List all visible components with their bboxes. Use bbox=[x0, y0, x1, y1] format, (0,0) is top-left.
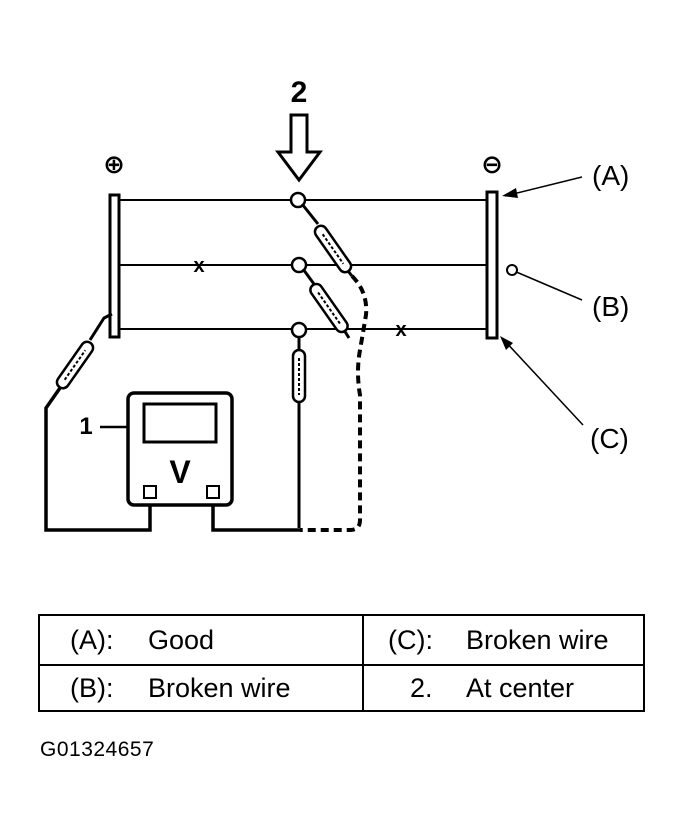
test-point-wire-b bbox=[290, 256, 308, 274]
voltmeter-display bbox=[142, 402, 218, 444]
voltmeter bbox=[126, 391, 234, 507]
legend-text-2: At center bbox=[466, 673, 575, 703]
label-c: (C) bbox=[590, 423, 629, 454]
voltmeter-terminal-left bbox=[143, 485, 157, 499]
legend-code-c: (C): bbox=[388, 625, 433, 655]
legend-row: (A): Good (C): Broken wire bbox=[40, 616, 643, 666]
legend-table: (A): Good (C): Broken wire (B): Broken w… bbox=[38, 614, 645, 712]
voltmeter-symbol: V bbox=[169, 454, 191, 490]
probe-wire-a bbox=[300, 203, 354, 277]
legend-text-c: Broken wire bbox=[466, 625, 609, 655]
label-b: (B) bbox=[592, 291, 629, 322]
break-mark-wire-c: x bbox=[395, 319, 406, 341]
voltmeter-terminal-right bbox=[206, 485, 220, 499]
test-point-wire-c bbox=[290, 321, 308, 339]
positive-terminal-symbol: ⊕ bbox=[103, 149, 125, 179]
circuit-diagram: x x bbox=[44, 76, 629, 532]
break-mark-wire-b: x bbox=[193, 255, 204, 277]
callout-1-label: 1 bbox=[79, 413, 92, 440]
legend-code-a: (A): bbox=[70, 625, 114, 655]
probe-wire-c bbox=[291, 337, 307, 528]
legend-column-divider bbox=[362, 616, 364, 710]
legend-text-a: Good bbox=[148, 625, 215, 655]
label-leaders bbox=[500, 176, 584, 426]
probe-wire-b bbox=[301, 268, 351, 339]
test-point-wire-a bbox=[289, 191, 307, 209]
legend-code-b: (B): bbox=[70, 673, 114, 703]
negative-bus-bar bbox=[485, 190, 499, 340]
label-a: (A) bbox=[592, 160, 629, 191]
probe-positive-bus bbox=[44, 312, 152, 532]
negative-terminal-symbol: ⊖ bbox=[481, 149, 503, 179]
legend-text-b: Broken wire bbox=[148, 673, 291, 703]
legend-row: (B): Broken wire 2. At center bbox=[40, 664, 643, 712]
legend-code-2: 2. bbox=[410, 673, 433, 703]
callout-2-label: 2 bbox=[291, 76, 308, 109]
figure-code: G01324657 bbox=[40, 738, 155, 761]
probe-arrow bbox=[275, 113, 323, 183]
